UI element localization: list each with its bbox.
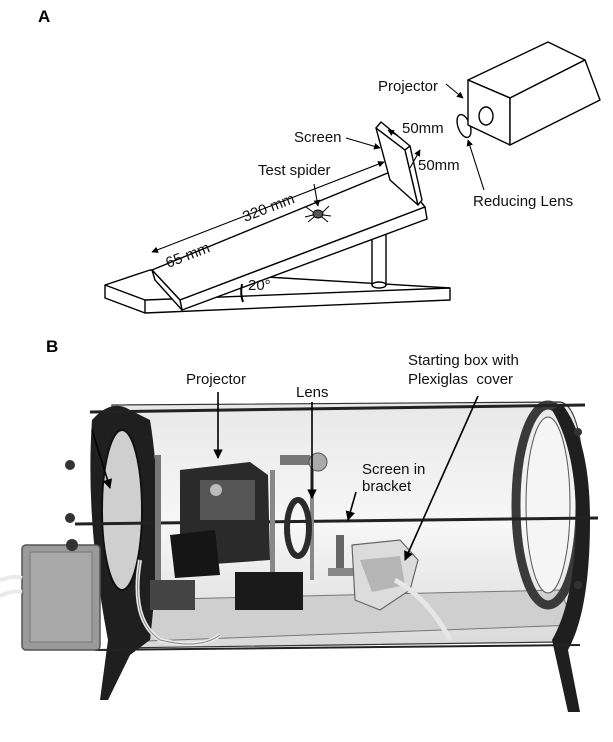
- bottom-rod: [94, 644, 581, 651]
- label-lens-b: Lens: [296, 384, 329, 401]
- label-screen-bracket-1: Screen in: [362, 461, 425, 478]
- label-reducing-lens: Reducing Lens: [473, 193, 573, 210]
- label-screen-a: Screen: [294, 129, 342, 146]
- label-starting-box-1: Starting box with: [408, 352, 519, 369]
- label-projector-b: Projector: [186, 371, 246, 388]
- label-50mm-side: 50mm: [418, 157, 460, 174]
- label-starting-box-2: Plexiglas cover: [408, 371, 513, 388]
- panel-a-letter: A: [38, 7, 50, 26]
- right-end-frame: [552, 404, 590, 712]
- middle-rod: [74, 516, 599, 526]
- panel-a-arrows: [151, 83, 485, 253]
- top-rod: [89, 403, 586, 414]
- screen-panel: [375, 121, 423, 206]
- lens-holder: [280, 452, 328, 559]
- screen-bracket: [328, 535, 358, 576]
- label-projector-a: Projector: [378, 78, 438, 95]
- panel-b-photo: [0, 400, 599, 712]
- projector-box: [467, 41, 601, 146]
- stand-base: [235, 572, 303, 610]
- starting-box: [351, 539, 453, 642]
- label-screen-bracket-2: bracket: [362, 478, 412, 495]
- angle-arc: [240, 283, 244, 303]
- panel-b-arrows: [91, 392, 479, 561]
- label-angle: 20°: [248, 277, 271, 294]
- panel-b-letter: B: [46, 337, 58, 356]
- projector-device: [170, 462, 270, 578]
- label-test-spider: Test spider: [258, 162, 331, 179]
- panel-a-drawing: [104, 41, 601, 314]
- projector-stand-pole: [270, 470, 275, 580]
- label-50mm-top: 50mm: [402, 120, 444, 137]
